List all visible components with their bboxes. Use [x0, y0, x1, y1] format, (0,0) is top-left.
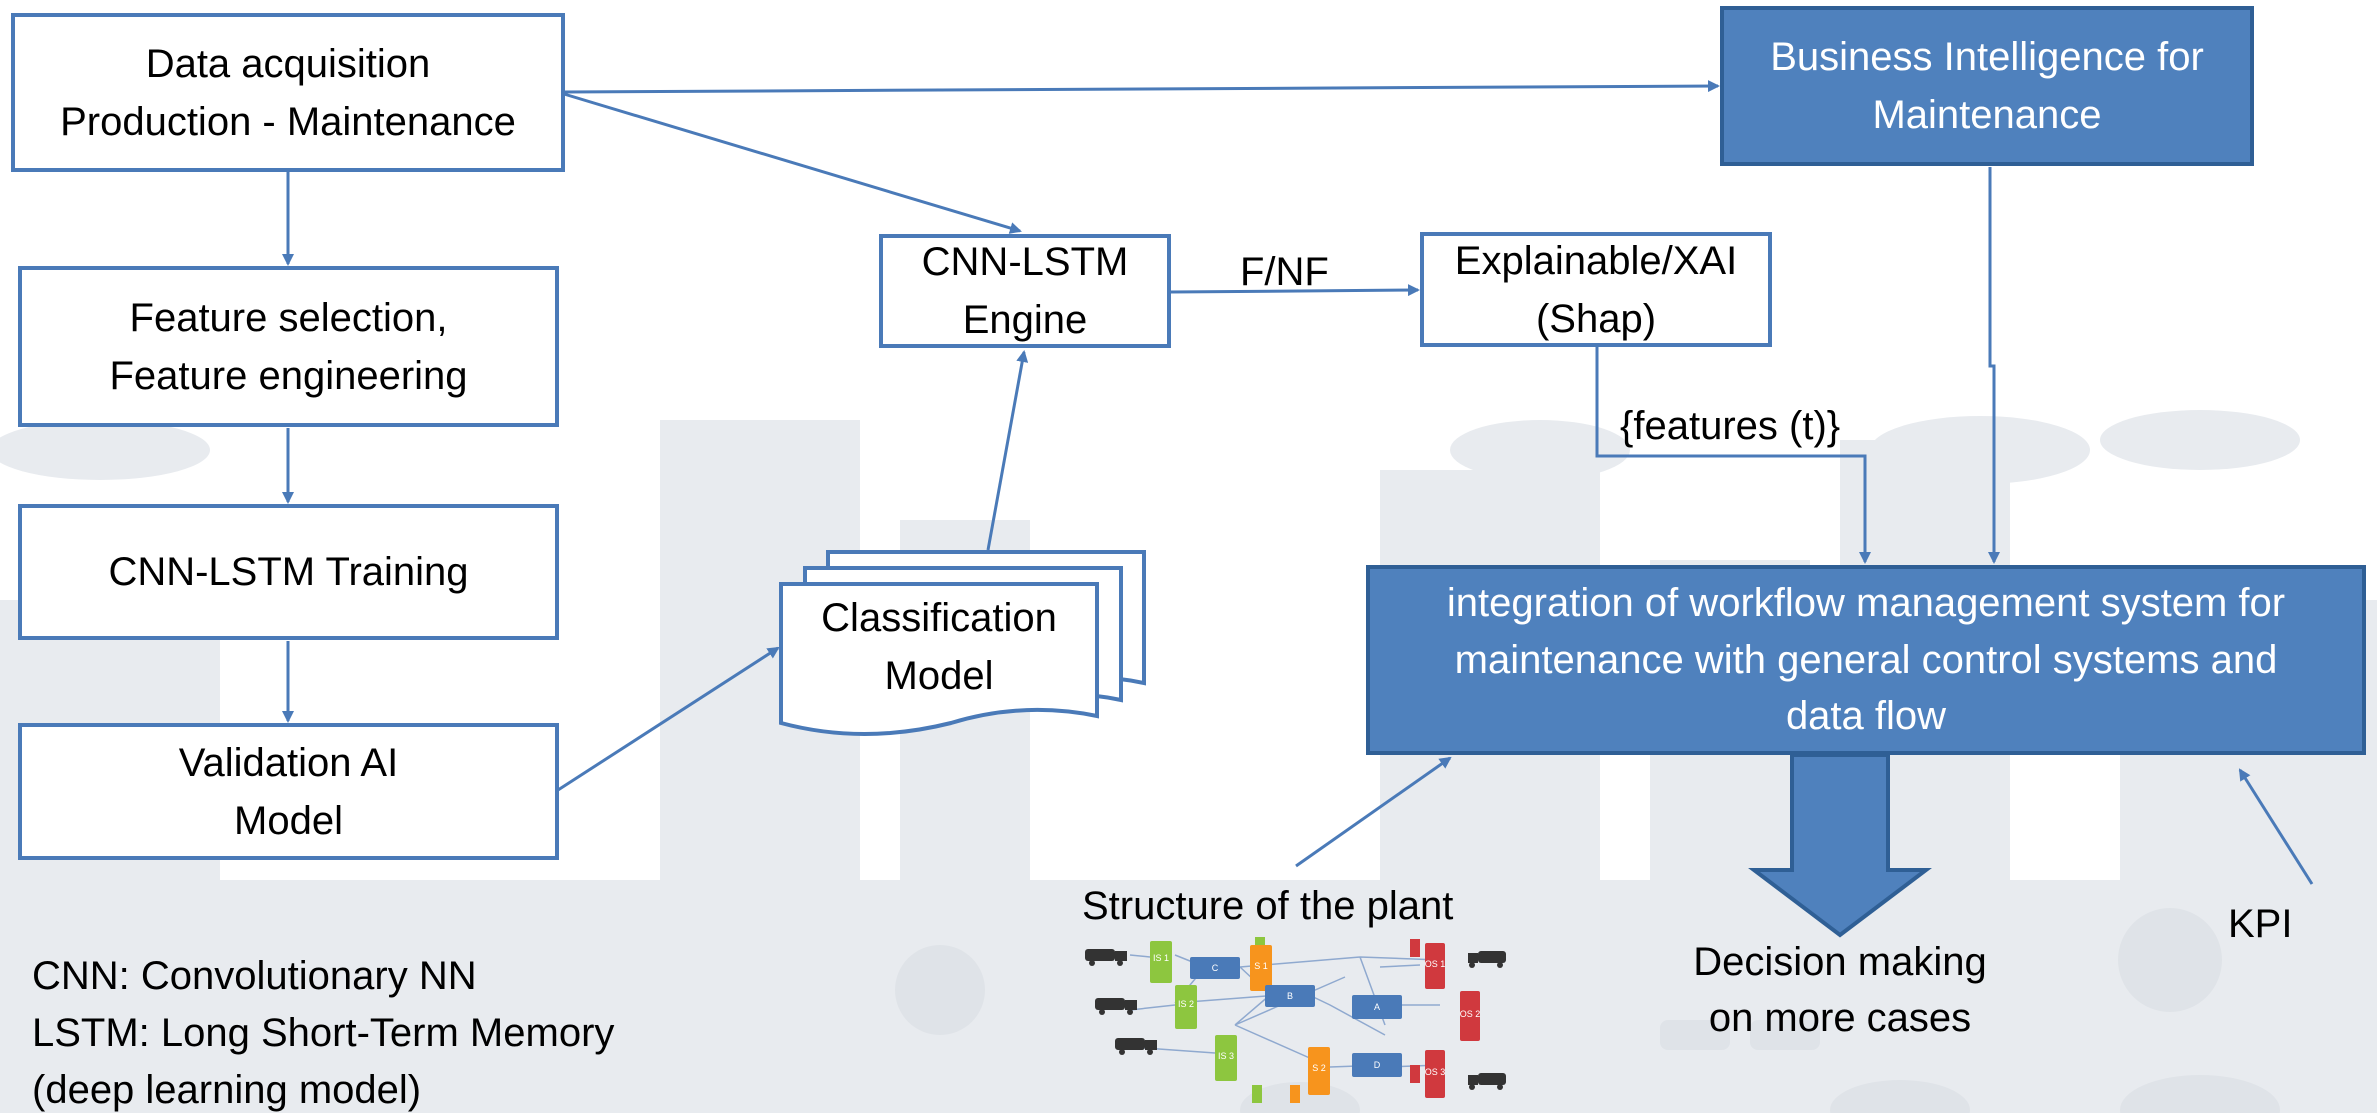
explainable-xai-box: Explainable/XAI (Shap) [1420, 232, 1772, 347]
feature-selection-line-2: Feature engineering [109, 353, 468, 398]
arrow-kpi-to-integration [2238, 768, 2314, 885]
xai-line-2: (Shap) [1535, 296, 1657, 341]
engine-line-2: Engine [962, 298, 1088, 342]
plant-structure-diagram: IS 1 IS 2 IS 3 C S 1 S 2 B A D OS 1 OS 2… [1085, 937, 1506, 1103]
arrow-bi-to-integration [1988, 167, 2000, 564]
validation-model-box: Validation AI Model [18, 723, 559, 860]
plant-node-s1: S 1 [1254, 961, 1268, 971]
xai-line-1: Explainable/XAI [1454, 238, 1738, 283]
plant-node-os2: OS 2 [1460, 1009, 1481, 1019]
glossary-line-2: LSTM: Long Short-Term Memory [32, 1010, 615, 1055]
arrow-engine-to-xai [1170, 284, 1420, 297]
arrow-xai-to-integration [1595, 347, 1871, 564]
decision-label: Decision making on more cases [1640, 934, 2040, 1046]
kpi-label: KPI [2228, 902, 2293, 946]
feature-selection-box: Feature selection, Feature engineering [18, 266, 559, 427]
decision-line-2: on more cases [1708, 996, 1972, 1040]
engine-line-1: CNN-LSTM [921, 240, 1129, 284]
bi-line-2: Maintenance [1872, 93, 2102, 137]
integration-line-3: data flow [1785, 694, 1947, 739]
cnn-lstm-training-box: CNN-LSTM Training [18, 504, 559, 640]
classification-model-label: Classification Model [781, 592, 1097, 702]
integration-box: integration of workflow management syste… [1366, 565, 2366, 755]
plant-node-is1: IS 1 [1153, 953, 1169, 963]
decision-arrow [1748, 753, 1932, 938]
structure-label: Structure of the plant [1082, 884, 1454, 928]
plant-node-is3: IS 3 [1218, 1051, 1234, 1061]
fnf-label: F/NF [1240, 250, 1329, 294]
data-acquisition-line-1: Data acquisition [145, 41, 431, 86]
arrow-data-to-bi [563, 80, 1720, 94]
glossary-line-3: (deep learning model) [32, 1067, 422, 1112]
plant-node-a: A [1374, 1002, 1380, 1012]
integration-line-1: integration of workflow management syste… [1446, 580, 2286, 625]
integration-line-2: maintenance with general control systems… [1454, 637, 2278, 682]
arrow-classification-to-engine [986, 350, 1029, 551]
classification-line-2: Model [884, 654, 994, 698]
glossary-line-1: CNN: Convolutionary NN [32, 954, 477, 998]
business-intelligence-box: Business Intelligence for Maintenance [1720, 6, 2254, 166]
glossary: CNN: Convolutionary NN LSTM: Long Short-… [32, 948, 614, 1118]
plant-node-c: C [1212, 963, 1219, 973]
classification-line-1: Classification [821, 596, 1057, 640]
features-label: {features (t)} [1620, 404, 1841, 448]
plant-node-os3: OS 3 [1425, 1067, 1446, 1077]
validation-line-1: Validation AI [178, 740, 399, 785]
validation-line-2: Model [234, 798, 343, 843]
feature-selection-line-1: Feature selection, [129, 295, 448, 340]
plant-node-d: D [1374, 1060, 1381, 1070]
plant-node-os1: OS 1 [1425, 959, 1446, 969]
classification-model-stack [779, 550, 1146, 736]
cnn-lstm-engine-box: CNN-LSTM Engine [879, 234, 1171, 348]
arrow-validation-to-classification [557, 646, 780, 792]
arrow-structure-to-integration [1295, 756, 1452, 868]
data-acquisition-line-2: Production - Maintenance [60, 99, 516, 144]
plant-node-s2: S 2 [1312, 1063, 1326, 1073]
decision-line-1: Decision making [1693, 940, 1987, 984]
plant-node-b: B [1287, 991, 1293, 1001]
cnn-lstm-training-label: CNN-LSTM Training [108, 550, 469, 594]
plant-node-is2: IS 2 [1178, 999, 1194, 1009]
arrow-data-to-engine [563, 92, 1022, 234]
bi-line-1: Business Intelligence for [1770, 35, 2204, 79]
data-acquisition-box: Data acquisition Production - Maintenanc… [11, 13, 565, 172]
